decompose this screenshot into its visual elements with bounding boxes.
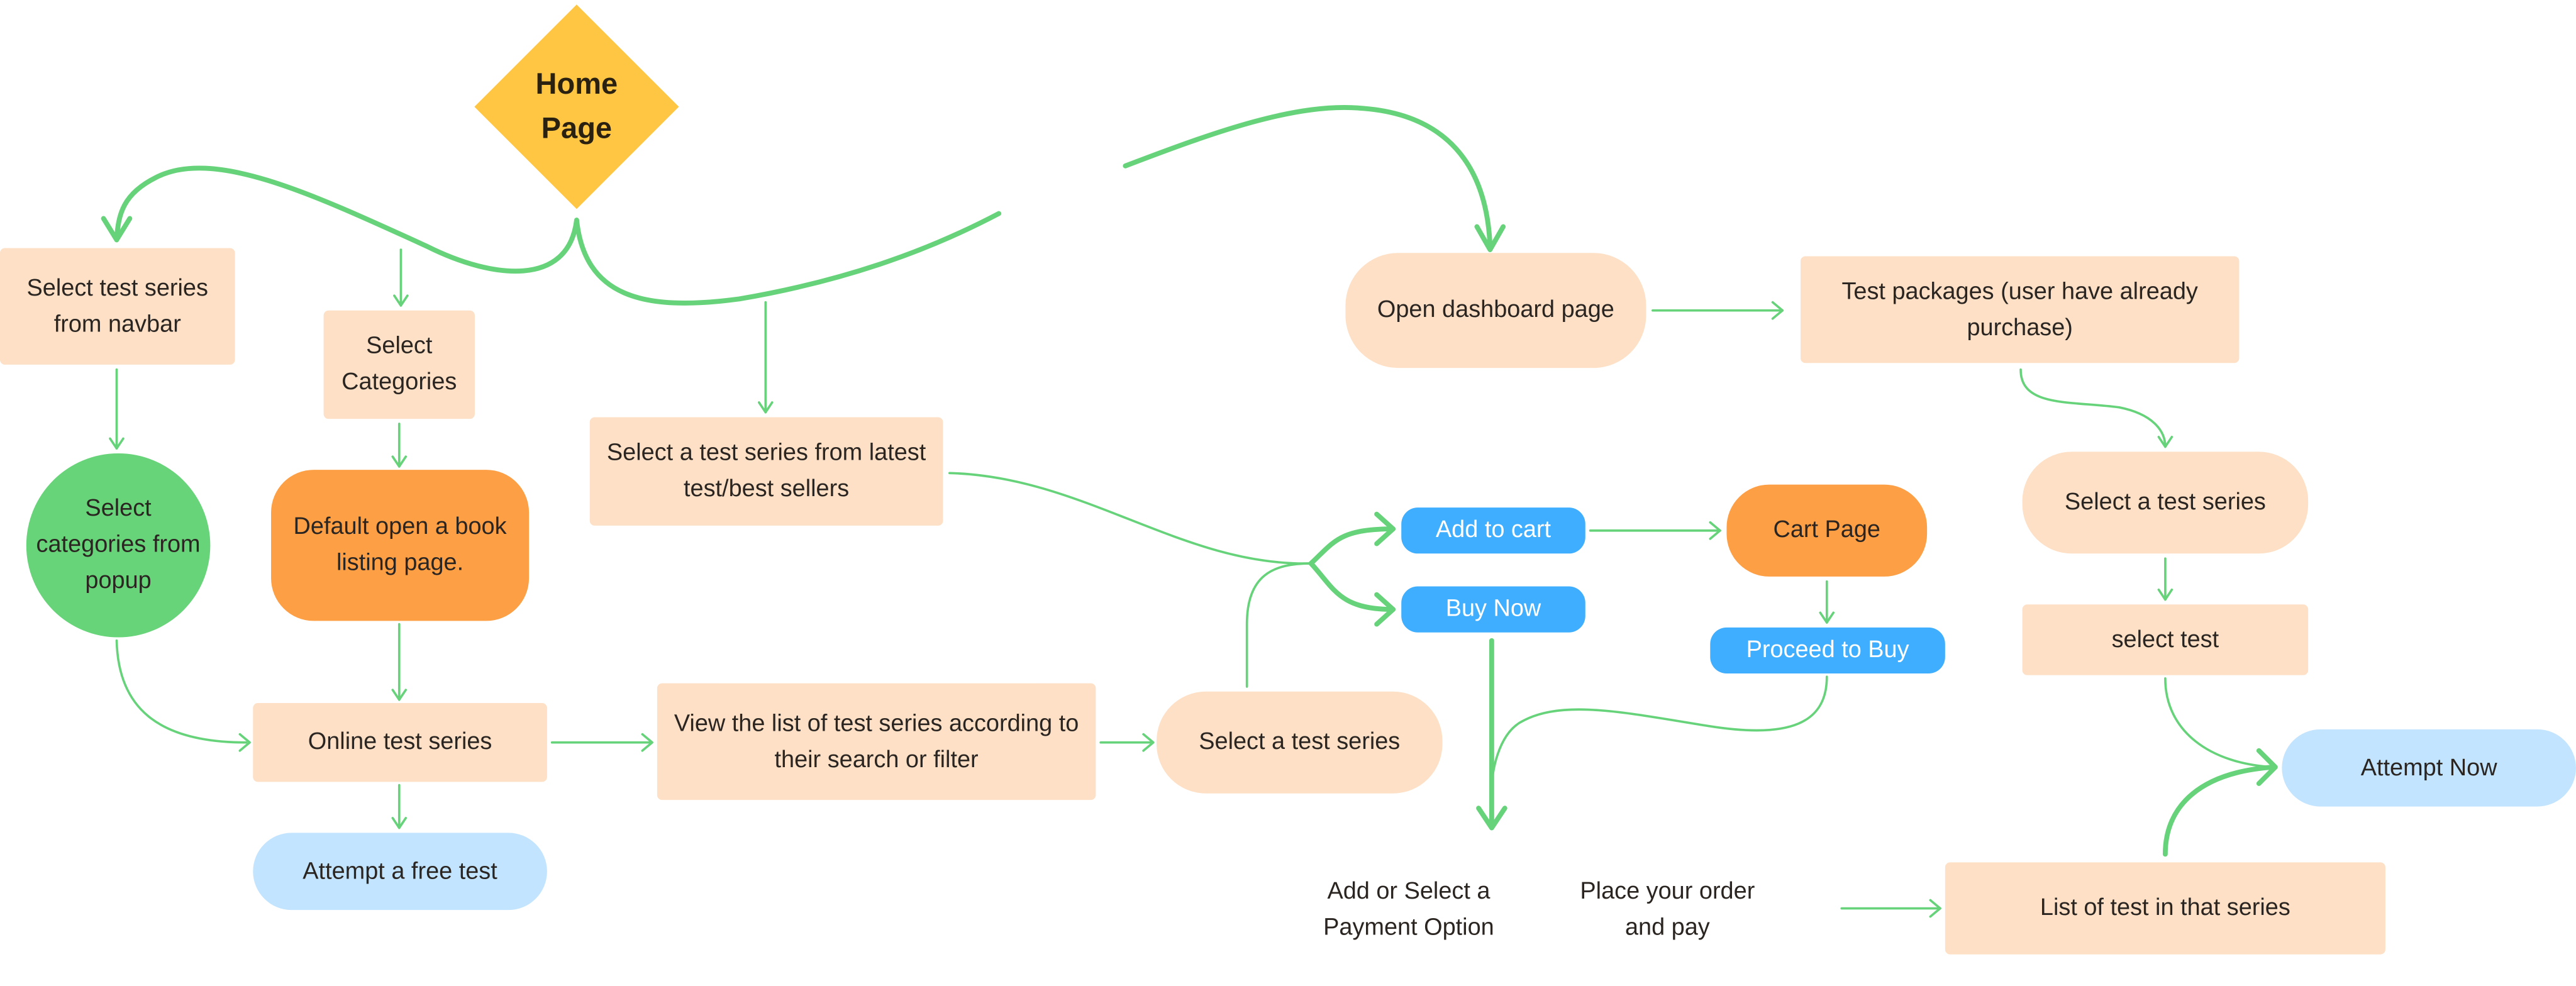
- connector-list-to-attempt: [2162, 764, 2277, 857]
- node-test-packages: Test packages (user have already purchas…: [1800, 256, 2240, 363]
- buy-now-button[interactable]: Buy Now: [1401, 586, 1585, 633]
- connector-popup-to-online: [115, 639, 248, 744]
- proceed-to-buy-button[interactable]: Proceed to Buy: [1710, 627, 1945, 674]
- node-cart-page: Cart Page: [1726, 484, 1928, 577]
- arrowhead-series: [1142, 733, 1155, 752]
- node-view-list: View the list of test series according t…: [657, 683, 1096, 800]
- connector-series-to-branch: [1245, 562, 1313, 688]
- node-latest-best-sellers: Select a test series from latest test/be…: [589, 417, 943, 526]
- arrowhead-categories: [393, 294, 409, 307]
- node-select-categories: Select Categories: [323, 310, 475, 419]
- connector-branch-to-buy: [1308, 561, 1396, 612]
- node-select-test: select test: [2022, 604, 2309, 675]
- node-attempt-free-test: Attempt a free test: [253, 833, 547, 911]
- node-online-test-series: Online test series: [253, 703, 547, 782]
- connector-proceed-to-payment: [1491, 675, 1828, 790]
- arrowhead-buy: [1374, 592, 1396, 627]
- arrowhead-list: [1929, 899, 1941, 918]
- arrowhead-book: [391, 455, 408, 468]
- node-categories-popup: Select categories from popup: [26, 453, 211, 638]
- connector-home-to-navbar: [114, 165, 579, 274]
- text-place-order: Place your order and pay: [1580, 878, 1755, 941]
- arrowhead-payment: [1476, 806, 1507, 831]
- node-select-series-right: Select a test series: [2022, 451, 2309, 554]
- node-attempt-now: Attempt Now: [2282, 729, 2576, 807]
- arrowhead-proceed: [1819, 611, 1835, 624]
- node-open-dashboard: Open dashboard page: [1345, 253, 1646, 368]
- arrowhead-cart-page: [1709, 521, 1721, 540]
- connector-home-right: [574, 211, 1002, 306]
- arrowhead-navbar: [101, 216, 133, 243]
- node-select-series-left: Select a test series: [1156, 691, 1443, 794]
- arrowhead-online-left: [238, 733, 251, 752]
- connector-latest-to-branch: [948, 472, 1313, 565]
- connector-branch-to-cart: [1308, 526, 1396, 566]
- arrowhead-view: [641, 733, 653, 752]
- node-select-navbar: Select test series from navbar: [0, 248, 235, 365]
- arrowhead-popup: [109, 437, 125, 450]
- arrowhead-dashboard: [1474, 224, 1506, 252]
- node-book-listing: Default open a book listing page.: [271, 470, 530, 621]
- add-to-cart-button[interactable]: Add to cart: [1401, 507, 1585, 554]
- arrowhead-test: [2157, 588, 2174, 601]
- arrowhead-online-top: [391, 689, 408, 701]
- connector-test-to-attempt: [2164, 677, 2275, 768]
- arrowhead-packages: [1771, 301, 1784, 320]
- connector-to-dashboard: [1123, 105, 1493, 249]
- arrowhead-free: [391, 817, 408, 829]
- arrowhead-attempt: [2256, 748, 2278, 786]
- arrowhead-latest: [758, 401, 774, 414]
- arrowhead-cart: [1374, 511, 1396, 546]
- arrowhead-series-right: [2157, 436, 2174, 448]
- text-payment-option: Add or Select a Payment Option: [1323, 878, 1494, 941]
- connector-packages-to-series: [2019, 368, 2167, 448]
- node-list-of-tests: List of test in that series: [1945, 862, 2385, 955]
